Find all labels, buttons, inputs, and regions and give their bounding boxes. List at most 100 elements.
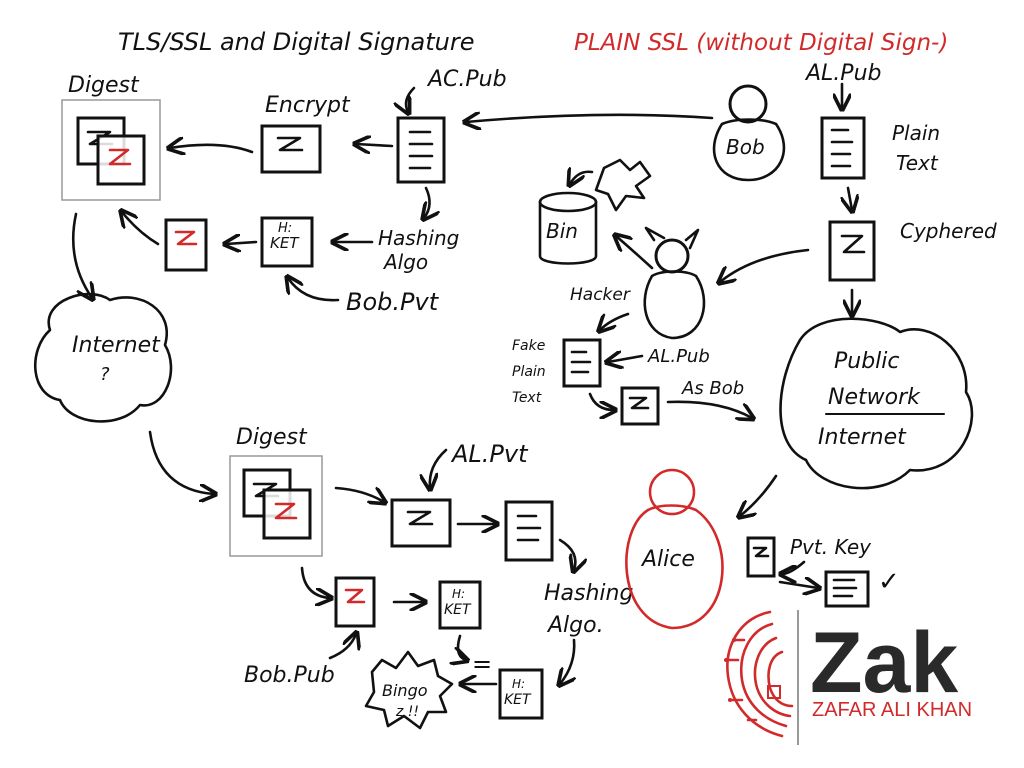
hashing-algo-bottom-label2: Algo. (546, 613, 604, 638)
al-pub-right-label: AL.Pub (804, 61, 881, 86)
bin-trash-arrow (570, 172, 594, 184)
plain-doc-top (396, 116, 446, 184)
bingo-bubble (364, 650, 454, 730)
arrow-zdoc-to-plaindoc (778, 582, 818, 588)
hacker-z-doc (620, 386, 660, 426)
digest-bottom-box (229, 455, 323, 557)
hashing-algo-top-label2: Algo (382, 250, 428, 274)
alice-z-doc (746, 536, 776, 578)
bingo-label: Bingo (382, 681, 428, 700)
fake-plain-text-label: Fake (512, 338, 545, 354)
alice-head (648, 468, 696, 516)
bin-label: Bin (546, 219, 578, 243)
arrow-digest-to-redz (300, 566, 330, 598)
arrow-hacker-to-fake (600, 312, 630, 330)
right-title: PLAIN SSL (without Digital Sign-) (574, 30, 948, 56)
plain-text-label: Plain (892, 121, 940, 145)
hacker-head (654, 238, 690, 274)
arrow-plain-to-hashbottom (558, 538, 575, 570)
plain-doc-top-lines (408, 130, 434, 170)
internet-left-sub: ? (100, 364, 110, 385)
internet-left-label: Internet (72, 333, 161, 358)
internet-right-label: Internet (818, 425, 907, 450)
alice-label: Alice (640, 547, 695, 572)
public-network-label: Public (834, 349, 900, 374)
encrypt-label: Encrypt (265, 93, 351, 118)
alice-plain-doc-lines (832, 578, 858, 598)
digest-top-label: Digest (68, 73, 140, 98)
hashing-algo-top-label: Hashing (378, 226, 459, 250)
arrow-digest-to-zdoc (334, 486, 384, 502)
bin-shape (538, 200, 598, 265)
public-network-cloud (779, 317, 974, 490)
arrow-hash-to-ketbottom (560, 638, 574, 684)
plain-doc-right (820, 116, 866, 180)
fake-plain-doc-lines (570, 350, 592, 374)
bob-head (728, 84, 768, 124)
red-z-doc-top-z (174, 230, 198, 246)
plain-doc-right-lines (830, 128, 854, 168)
ket-doc-mid-h: H: (452, 587, 465, 601)
digest-top-group: Digest (61, 73, 161, 201)
arrow-bobpvt-to-ket (288, 278, 340, 302)
hacker-ears (644, 226, 700, 250)
hacker-body (643, 270, 706, 340)
digest-bottom-label: Digest (236, 425, 308, 450)
internet-cloud-left (33, 292, 173, 423)
arrow-plain-to-hash (424, 186, 430, 218)
arrow-pvtkey-to-doc (782, 560, 806, 574)
encrypt-doc-z (276, 136, 304, 152)
bingo-sub: z !! (395, 704, 419, 720)
hacker-z-doc-z (628, 396, 650, 410)
hacker-label: Hacker (570, 285, 631, 305)
arrow-hacker-to-bin (616, 236, 654, 270)
arrow-bobpub-to-redz (328, 634, 356, 660)
ket-doc-mid (438, 580, 482, 630)
ac-pub-top-label: AC.Pub (426, 67, 507, 92)
z-doc-bottom (390, 498, 452, 548)
fake-plain-text-label2: Plain (512, 364, 546, 380)
arrow-fake-to-zdoc (588, 392, 614, 410)
plain-text-label2: Text (896, 151, 939, 175)
digest-top-box (61, 99, 161, 201)
ket-doc-mid-label: KET (444, 602, 472, 618)
arrow-acpub-down (406, 86, 416, 112)
bin-lid (538, 191, 598, 213)
digest-top-z-red (108, 148, 132, 166)
arrow-encrypt-to-digest (170, 145, 254, 152)
fake-plain-text-label3: Text (512, 390, 542, 406)
cyphered-doc-z (840, 234, 866, 254)
alice-z-doc-z (752, 546, 770, 558)
ket-doc-top-label: KET (270, 234, 300, 252)
arrow-alpvt-down (430, 448, 448, 488)
z-doc-bottom-z (406, 510, 434, 526)
digest-bottom-doc-front (262, 488, 312, 540)
arrow-cyphered-to-hacker (720, 248, 810, 282)
bob-label: Bob (726, 135, 765, 159)
bob-body (712, 118, 786, 182)
checkmark-icon: ✓ (878, 567, 900, 597)
left-title: TLS/SSL and Digital Signature (118, 28, 475, 56)
plain-doc-bottom (504, 500, 554, 562)
ket-doc-top (260, 216, 314, 268)
al-pub-hacker-label: AL.Pub (647, 346, 710, 367)
public-network-label2: Network (828, 385, 921, 410)
ket-doc-bottom-h: H: (512, 677, 525, 691)
al-pvt-label: AL.Pvt (450, 440, 529, 468)
logo-name: Zak (810, 615, 958, 711)
red-z-doc-bottom-z (344, 588, 366, 604)
arrow-internet-to-digest-bottom (148, 430, 214, 494)
arrow-network-to-alice (740, 474, 778, 516)
alice-plain-doc (824, 570, 870, 608)
arrow-bob-to-topdoc (466, 115, 714, 122)
arrow-zdoc-to-network (666, 400, 752, 418)
cyphered-label: Cyphered (900, 219, 997, 243)
crumpled-paper-icon (594, 158, 652, 212)
alice-body (625, 504, 724, 630)
arrow-redz-to-digest (122, 212, 160, 246)
bob-pvt-label: Bob.Pvt (346, 288, 440, 316)
arrow-plain-to-cyphered (848, 186, 852, 210)
equals-sign: = (472, 650, 492, 678)
zak-logo: Zak ZAFAR ALI KHAN (724, 610, 972, 745)
hashing-algo-bottom-label: Hashing (544, 581, 633, 606)
